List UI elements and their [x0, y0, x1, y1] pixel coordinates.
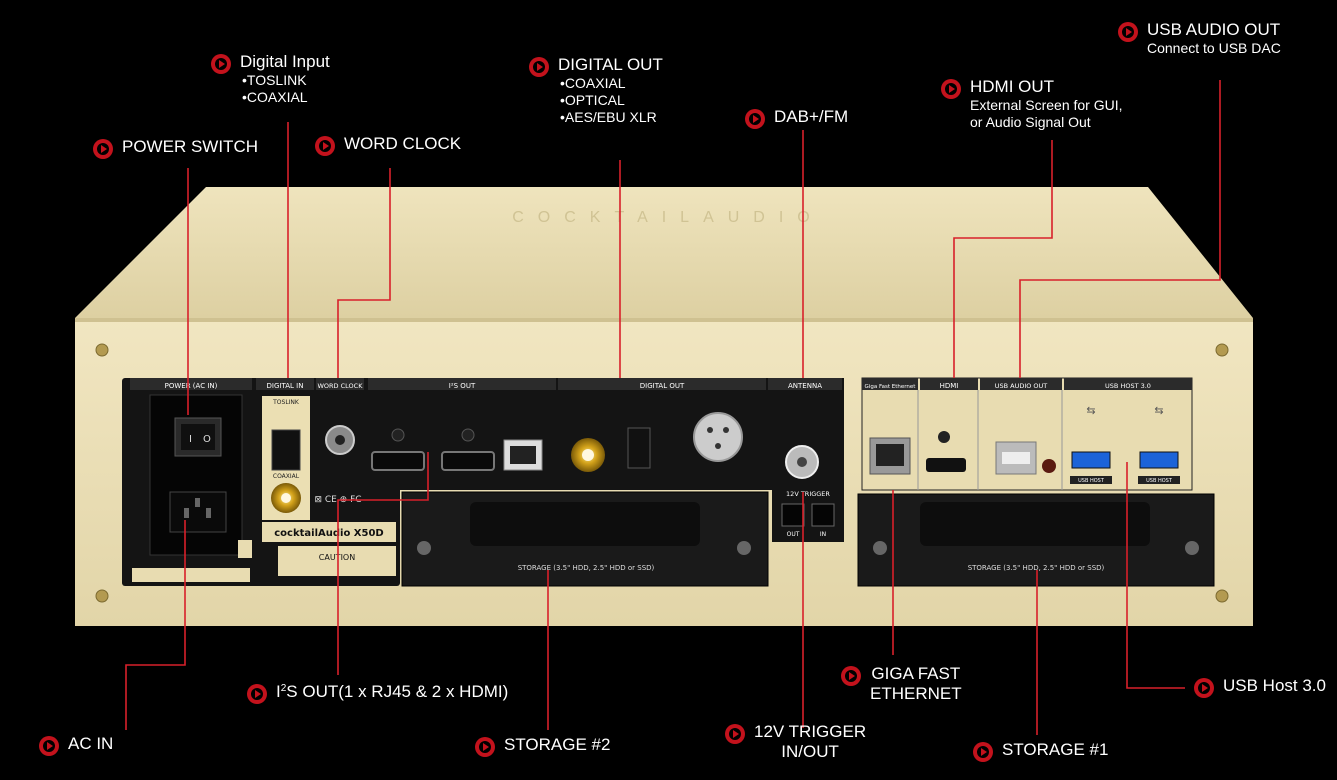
callout-item: TOSLINK	[242, 72, 330, 89]
callout-i2s-out: I2S OUT(1 x RJ45 & 2 x HDMI)	[246, 682, 508, 705]
play-circle-icon	[211, 54, 231, 74]
svg-text:STORAGE (3.5" HDD, 2.5" HDD or: STORAGE (3.5" HDD, 2.5" HDD or SSD)	[518, 564, 655, 572]
play-circle-icon	[39, 736, 59, 756]
svg-text:I: I	[189, 434, 192, 445]
play-circle-icon	[247, 684, 267, 704]
callout-item: OPTICAL	[560, 92, 663, 109]
callout-line: ETHERNET	[870, 684, 962, 704]
svg-text:CAUTION: CAUTION	[319, 553, 355, 562]
callout-title: STORAGE #2	[504, 735, 611, 754]
play-circle-icon	[725, 724, 745, 744]
callout-title: USB AUDIO OUT	[1147, 20, 1281, 39]
callout-power-switch: POWER SWITCH	[92, 137, 258, 160]
callout-line: GIGA FAST	[871, 664, 961, 683]
svg-text:12V TRIGGER: 12V TRIGGER	[786, 490, 830, 498]
usb-host-ports	[1071, 451, 1179, 469]
callout-title: AC IN	[68, 734, 114, 753]
play-circle-icon	[745, 109, 765, 129]
svg-text:IN: IN	[820, 531, 826, 538]
svg-text:DIGITAL IN: DIGITAL IN	[267, 382, 304, 390]
callout-title: STORAGE #1	[1002, 740, 1109, 759]
callout-digital-input: Digital Input TOSLINK COAXIAL	[210, 52, 330, 106]
svg-text:DIGITAL OUT: DIGITAL OUT	[640, 382, 685, 390]
chassis-screws	[95, 343, 1229, 603]
leader-lines	[125, 80, 1221, 735]
callout-line: 12V TRIGGER	[754, 722, 867, 741]
callout-storage-1: STORAGE #1	[972, 740, 1108, 763]
callout-title: DAB+/FM	[774, 107, 849, 126]
play-circle-icon	[1194, 678, 1214, 698]
svg-text:TOSLINK: TOSLINK	[272, 399, 300, 406]
callout-dab-fm: DAB+/FM	[744, 107, 848, 130]
callout-storage-2: STORAGE #2	[474, 735, 610, 758]
play-circle-icon	[93, 139, 113, 159]
callout-line: External Screen for GUI,	[970, 97, 1123, 114]
svg-text:WORD CLOCK: WORD CLOCK	[318, 382, 364, 390]
svg-text:O: O	[203, 434, 211, 445]
chassis-top	[75, 187, 1253, 318]
play-circle-icon	[529, 57, 549, 77]
callout-title: POWER SWITCH	[122, 137, 258, 156]
svg-text:STORAGE (3.5" HDD, 2.5" HDD or: STORAGE (3.5" HDD, 2.5" HDD or SSD)	[968, 564, 1105, 572]
callout-item: COAXIAL	[560, 75, 663, 92]
lid-engraving: COCKTAILAUDIO	[512, 209, 824, 226]
callout-word-clock: WORD CLOCK	[314, 134, 461, 157]
callout-item: AES/EBU XLR	[560, 109, 663, 126]
play-circle-icon	[973, 742, 993, 762]
xlr-out-port	[693, 412, 743, 462]
play-circle-icon	[841, 666, 861, 686]
svg-text:USB AUDIO OUT: USB AUDIO OUT	[995, 382, 1048, 390]
svg-text:⇆: ⇆	[1086, 404, 1095, 417]
callout-title: I2S OUT(1 x RJ45 & 2 x HDMI)	[276, 682, 509, 701]
hdmi-out-port	[926, 458, 966, 472]
svg-text:ANTENNA: ANTENNA	[788, 382, 822, 390]
svg-text:HDMI: HDMI	[940, 382, 959, 390]
play-circle-icon	[941, 79, 961, 99]
callout-12v-trigger: 12V TRIGGER IN/OUT	[724, 722, 866, 763]
callout-giga-ethernet: GIGA FAST ETHERNET	[840, 664, 962, 705]
svg-text:USB HOST: USB HOST	[1146, 478, 1173, 484]
svg-text:COAXIAL: COAXIAL	[273, 473, 300, 480]
callout-title: WORD CLOCK	[344, 134, 462, 153]
play-circle-icon	[1118, 22, 1138, 42]
callout-title: HDMI OUT	[970, 77, 1055, 96]
callout-usb-host: USB Host 3.0	[1193, 676, 1326, 699]
label-power: POWER (AC IN)	[165, 382, 218, 390]
callout-title: USB Host 3.0	[1223, 676, 1326, 695]
svg-text:Giga Fast Ethernet: Giga Fast Ethernet	[865, 384, 917, 390]
callout-line: or Audio Signal Out	[970, 114, 1091, 131]
svg-text:⇆: ⇆	[1154, 404, 1163, 417]
svg-text:USB HOST: USB HOST	[1078, 478, 1105, 484]
play-circle-icon	[315, 136, 335, 156]
callout-hdmi-out: HDMI OUT External Screen for GUI, or Aud…	[940, 77, 1123, 131]
callout-digital-out: DIGITAL OUT COAXIAL OPTICAL AES/EBU XLR	[528, 55, 663, 126]
play-circle-icon	[475, 737, 495, 757]
callout-line: IN/OUT	[781, 742, 839, 762]
svg-text:cocktailAudio X50D: cocktailAudio X50D	[274, 528, 383, 539]
callout-title: Digital Input	[240, 52, 330, 71]
callout-ac-in: AC IN	[38, 734, 113, 757]
svg-text:USB HOST 3.0: USB HOST 3.0	[1105, 382, 1151, 390]
callout-title: DIGITAL OUT	[558, 55, 663, 74]
middle-io-panel	[366, 378, 844, 490]
callout-item: COAXIAL	[242, 89, 330, 106]
callout-line: Connect to USB DAC	[1147, 40, 1281, 57]
toslink-in-port	[271, 429, 301, 471]
svg-text:I²S OUT: I²S OUT	[449, 382, 476, 390]
hdmi-i2s-ports	[371, 451, 495, 471]
callout-usb-audio-out: USB AUDIO OUT Connect to USB DAC	[1117, 20, 1281, 57]
optical-out-port	[627, 427, 651, 469]
svg-text:OUT: OUT	[787, 531, 800, 538]
